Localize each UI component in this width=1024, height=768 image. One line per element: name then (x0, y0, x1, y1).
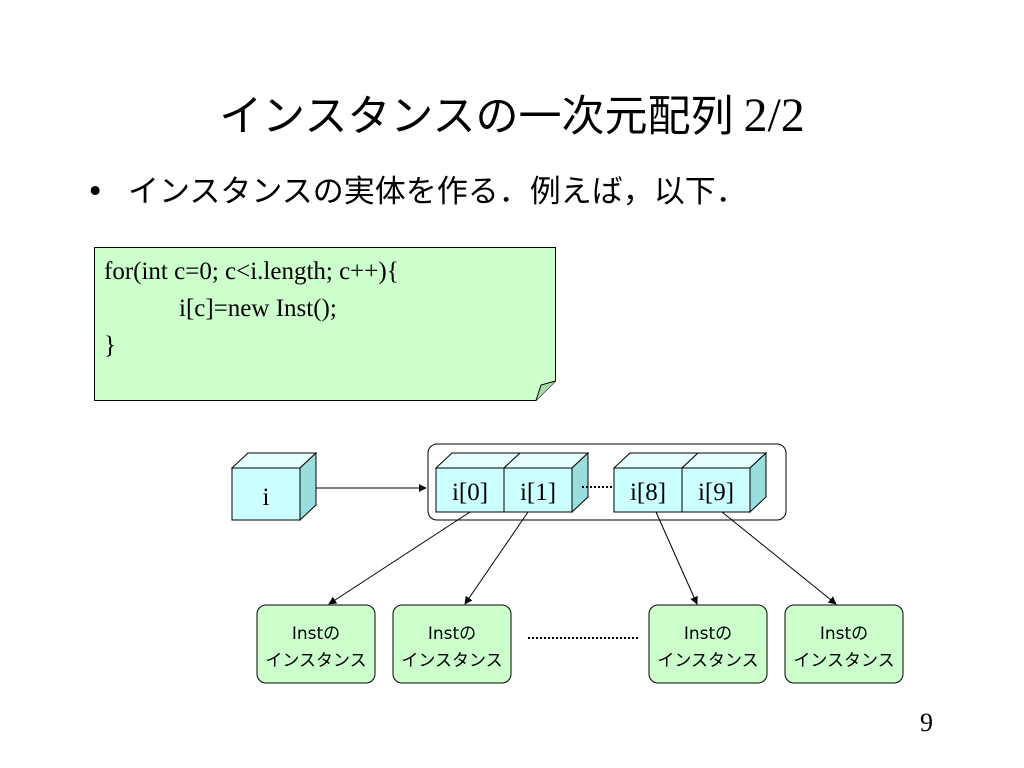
variable-i-label: i (263, 484, 270, 511)
code-note-shape (94, 247, 556, 401)
instance-box-shape (648, 604, 768, 684)
array-cell-label: i[1] (520, 479, 556, 506)
instance-label-line2: インスタンス (793, 651, 894, 671)
instance-label-line1: Instの (820, 624, 868, 644)
array-cell-8: i[8] (612, 452, 700, 513)
cube-front-face (613, 467, 683, 513)
pointer-arrow-9 (721, 511, 837, 605)
array-cell-label: i[8] (630, 479, 666, 506)
title-text: インスタンスの一次元配列 (219, 92, 734, 142)
instance-box-shape (392, 604, 512, 684)
code-note: for(int c=0; c<i.length; c++){ i[c]=new … (94, 247, 556, 401)
instance-label-line1: Instの (292, 624, 340, 644)
array-cell-label: i[9] (698, 479, 734, 506)
code-block: for(int c=0; c<i.length; c++){ i[c]=new … (104, 253, 399, 364)
pointer-arrow-1 (464, 511, 529, 605)
bullet-text: インスタンスの実体を作る．例えば，以下． (128, 174, 747, 210)
array-cell-1: i[1] (502, 451, 590, 514)
title-part-number: 2/2 (743, 89, 805, 142)
instance-box-8: Instの インスタンス (648, 604, 768, 684)
cube-front-face (681, 467, 751, 513)
array-cell-9: i[9] (680, 451, 768, 514)
instance-box-9: Instの インスタンス (784, 604, 904, 684)
array-cell-label: i[0] (452, 479, 488, 506)
cube-front-face (231, 467, 301, 521)
instance-box-0: Instの インスタンス (256, 604, 376, 684)
pointer-arrow-8 (655, 511, 698, 605)
instance-label-line2: インスタンス (657, 651, 758, 671)
instance-label-line1: Instの (684, 624, 732, 644)
code-line: for(int c=0; c<i.length; c++){ (104, 258, 399, 285)
instance-label-line2: インスタンス (401, 651, 502, 671)
instance-box-shape (256, 604, 376, 684)
pointer-arrow-0 (328, 511, 471, 605)
instance-label-line2: インスタンス (265, 651, 366, 671)
code-line: i[c]=new Inst(); (104, 295, 337, 322)
variable-i-cube: i (230, 451, 318, 522)
code-line: } (104, 332, 116, 359)
bullet-item: • インスタンスの実体を作る．例えば，以下． (86, 166, 747, 211)
instance-box-shape (784, 604, 904, 684)
instance-box-1: Instの インスタンス (392, 604, 512, 684)
cube-front-face (435, 467, 505, 513)
note-folded-corner (535, 380, 556, 401)
bullet-dot-icon: • (86, 174, 105, 210)
cube-front-face (503, 467, 573, 513)
array-cell-0: i[0] (434, 452, 522, 513)
instance-label-line1: Instの (428, 624, 476, 644)
page-number: 9 (920, 708, 933, 737)
